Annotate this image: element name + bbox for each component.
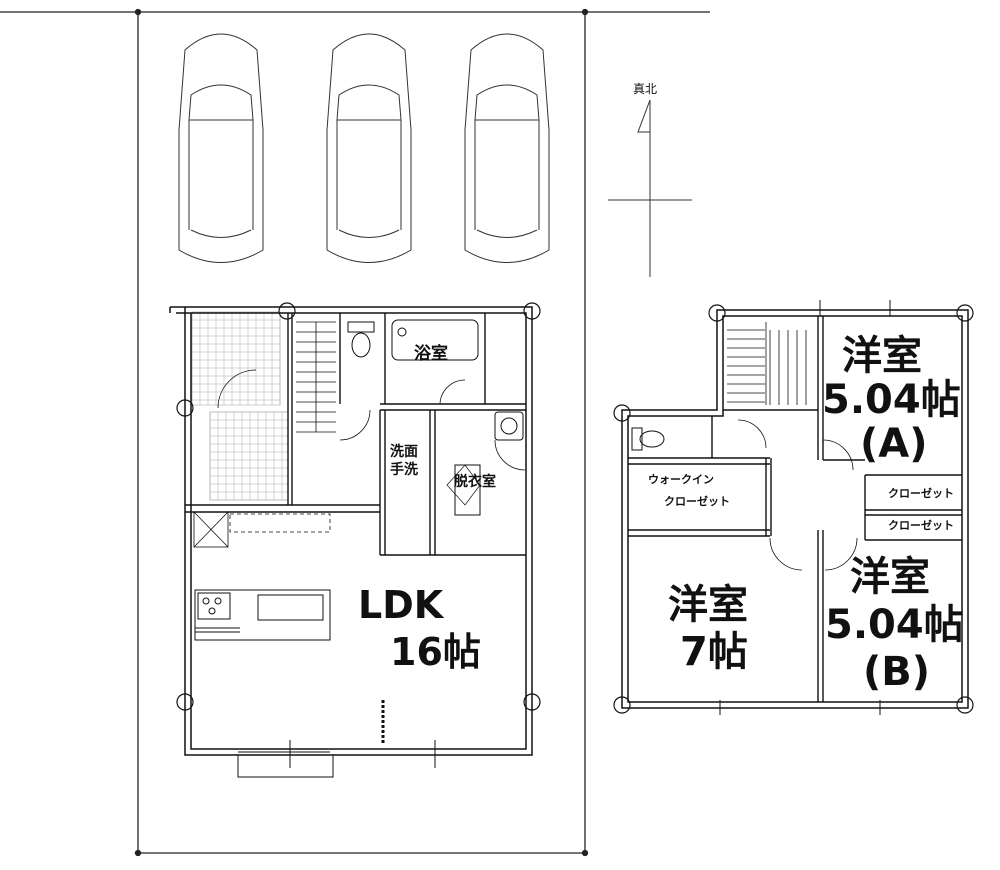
car-icon xyxy=(178,33,264,263)
kitchen-counter xyxy=(194,589,331,641)
closet-label-1: クローゼット xyxy=(888,487,954,500)
toilet-icon xyxy=(347,321,375,358)
bath-label: 浴室 xyxy=(414,344,448,364)
closet-label-2: クローゼット xyxy=(888,519,954,532)
room-a-label-line2: 5.04帖 xyxy=(822,377,961,423)
parking-area xyxy=(178,33,550,263)
walkin-closet-label-line1: ウォークイン xyxy=(648,473,714,486)
dressing-room-label: 脱衣室 xyxy=(454,474,496,490)
room-b-label-line2: 5.04帖 xyxy=(825,602,964,648)
stairs-upper xyxy=(727,322,807,405)
north-label: 真北 xyxy=(633,82,658,96)
refrigerator xyxy=(193,511,331,548)
ldk-label-line1: LDK xyxy=(358,583,444,627)
toilet-upper-icon xyxy=(631,427,665,451)
room-a-label-line3: (A) xyxy=(860,421,928,467)
door-swings xyxy=(217,369,526,471)
bathtub-icon xyxy=(391,319,479,361)
car-icon xyxy=(326,33,412,263)
room-7-label-line1: 洋室 xyxy=(668,582,748,628)
car-icon xyxy=(464,33,550,263)
walkin-closet-label-line2: クローゼット xyxy=(664,495,730,508)
ldk-label-line2: 16帖 xyxy=(390,630,481,674)
ground-floor-plan xyxy=(169,302,541,778)
washroom-label-line2: 手洗 xyxy=(390,462,418,478)
room-b-label-line1: 洋室 xyxy=(850,554,930,600)
room-a-label-line1: 洋室 xyxy=(842,333,922,379)
site-boundary xyxy=(0,8,710,857)
north-arrow-icon xyxy=(608,99,692,277)
stairs-ground xyxy=(296,321,336,433)
room-7-label-line2: 7帖 xyxy=(680,629,748,675)
upper-floor-plan xyxy=(613,300,974,715)
room-b-label-line3: (B) xyxy=(863,649,931,695)
washer-icon xyxy=(446,411,524,516)
washroom-label-line1: 洗面 xyxy=(390,444,418,460)
